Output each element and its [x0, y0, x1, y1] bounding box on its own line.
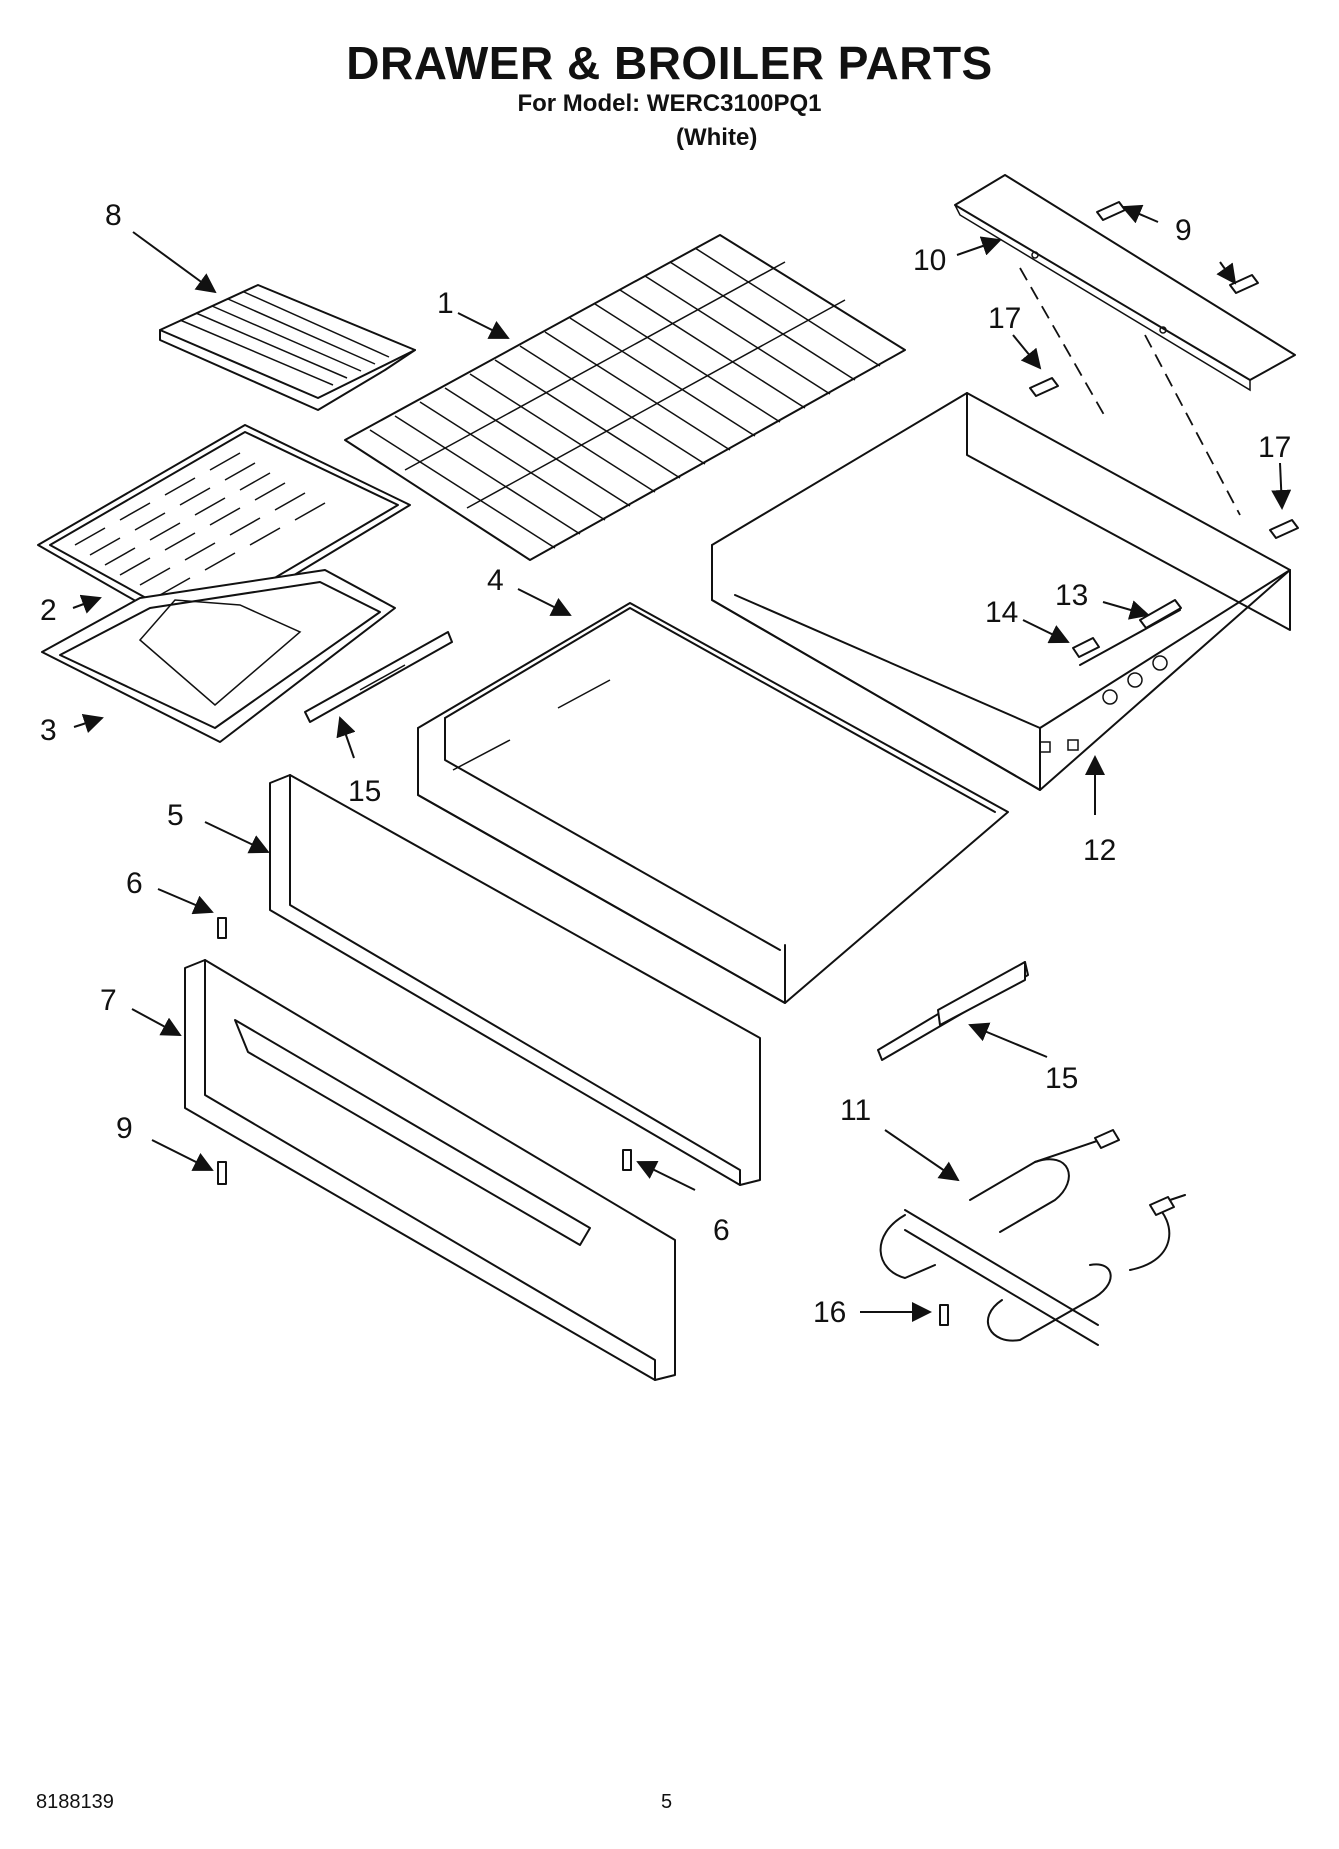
callout-12: 12 [1083, 834, 1116, 867]
part-15-right-strip [877, 961, 1029, 1061]
callout-3: 3 [40, 714, 57, 747]
callout-8: 8 [105, 199, 122, 232]
part-9-screw-lower [217, 1161, 227, 1185]
page-title: DRAWER & BROILER PARTS [346, 37, 993, 89]
document-number: 8188139 [36, 1791, 114, 1813]
callout-16: 16 [813, 1296, 846, 1329]
callout-11: 11 [840, 1094, 871, 1127]
leader-lines [72, 204, 1292, 1322]
callout-15-left: 15 [348, 775, 381, 808]
callout-4: 4 [487, 564, 504, 597]
part-3-broiler-pan [41, 569, 396, 743]
callout-15-right: 15 [1045, 1062, 1078, 1095]
callout-7: 7 [100, 984, 117, 1017]
color-variant: (White) [676, 124, 758, 151]
callout-14: 14 [985, 596, 1018, 629]
part-17-screws [1029, 377, 1299, 539]
callout-6-upper: 6 [126, 867, 143, 900]
part-12-chassis [711, 392, 1291, 791]
callout-1: 1 [437, 287, 454, 320]
part-7-drawer-front [184, 959, 676, 1381]
part-13-14-switch [1072, 599, 1182, 666]
callout-5: 5 [167, 799, 184, 832]
part-15-left-strip [304, 631, 453, 723]
part-4-drawer [417, 602, 1009, 1004]
callout-10: 10 [913, 244, 946, 277]
callout-labels: 8 1 2 3 4 15 5 6 7 9 6 9 10 17 17 13 14 … [40, 199, 1291, 1329]
part-5-inner-panel [269, 774, 761, 1186]
part-6-screws [217, 917, 632, 1171]
part-9-screws-top [1096, 201, 1259, 294]
callout-17-right: 17 [1258, 431, 1291, 464]
part-10-bracket [954, 174, 1296, 516]
callout-9-top: 9 [1175, 214, 1192, 247]
part-1-oven-rack [344, 234, 906, 561]
callout-2: 2 [40, 594, 57, 627]
part-16-screw [939, 1304, 949, 1326]
model-subtitle: For Model: WERC3100PQ1 [517, 90, 822, 117]
callout-17-left: 17 [988, 302, 1021, 335]
callout-13: 13 [1055, 579, 1088, 612]
callout-6-lower: 6 [713, 1214, 730, 1247]
part-11-broil-element [879, 1129, 1186, 1346]
callout-9-lower: 9 [116, 1112, 133, 1145]
part-8-rack [159, 284, 416, 411]
page-number: 5 [661, 1791, 673, 1813]
